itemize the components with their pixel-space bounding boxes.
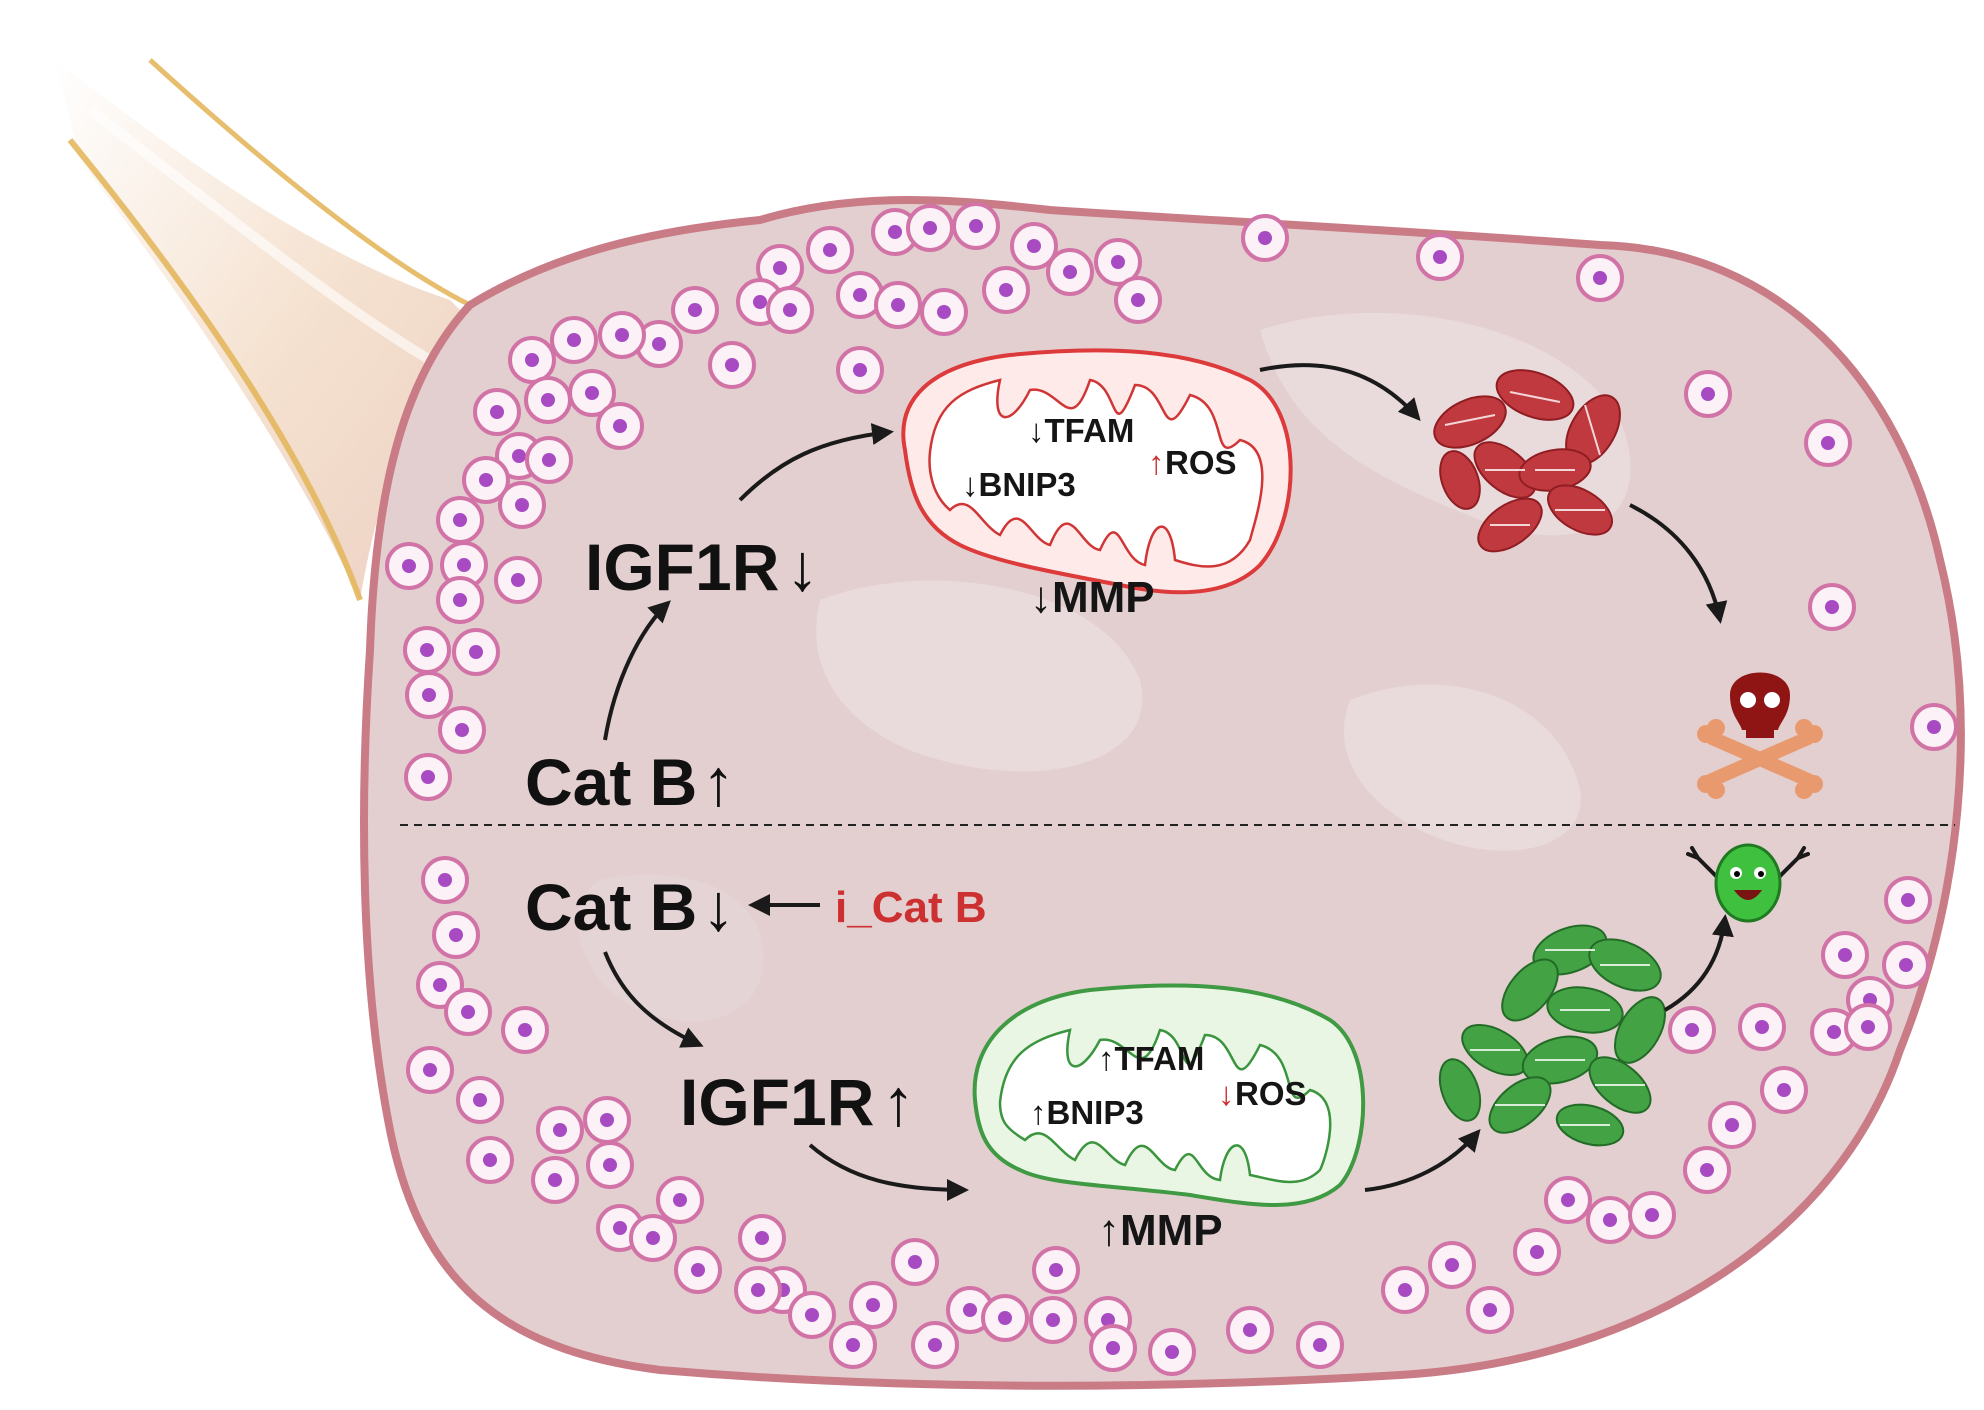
arrow-catb-to-igf1r-bottom xyxy=(603,951,704,1048)
top-pathway: Cat B ↑ IGF1R ↓ ↓TFAM ↓BNIP3 ↑ ROS ↓MMP xyxy=(525,348,1823,819)
happy-cell-icon xyxy=(1686,843,1810,923)
bottom-igf1r-label: IGF1R xyxy=(680,1065,874,1139)
inhibitor-label: i_Cat B xyxy=(835,883,987,932)
bottom-igf1r-arrow: ↑ xyxy=(882,1065,915,1139)
top-ros: ROS xyxy=(1165,444,1237,481)
top-igf1r-arrow: ↓ xyxy=(786,530,819,604)
damaged-mitochondrion: ↓TFAM ↓BNIP3 ↑ ROS ↓MMP xyxy=(901,348,1293,622)
top-catb-arrow: ↑ xyxy=(702,745,735,819)
bottom-pathway: Cat B ↓ i_Cat B IGF1R ↑ ↑TFAM ↑BNIP3 ↓ R… xyxy=(525,843,1810,1255)
healthy-cristae xyxy=(1470,949,1650,1126)
top-tfam: ↓TFAM xyxy=(1028,412,1134,449)
fragment-cristae xyxy=(1444,391,1605,526)
arrow-igf1r-to-mito-bottom xyxy=(808,1143,969,1201)
arrow-network-to-survival xyxy=(1664,914,1734,1012)
arrow-igf1r-to-mito-top xyxy=(738,423,894,502)
bottom-catb-arrow: ↓ xyxy=(702,870,735,944)
top-igf1r-label: IGF1R xyxy=(585,530,779,604)
top-bnip3: ↓BNIP3 xyxy=(962,466,1076,503)
bottom-mmp: ↑MMP xyxy=(1098,1206,1223,1255)
bottom-tfam: ↑TFAM xyxy=(1098,1040,1204,1077)
arrow-fragments-to-death xyxy=(1629,503,1728,624)
bottom-catb-label: Cat B xyxy=(525,870,697,944)
arrow-catb-to-igf1r xyxy=(603,600,671,741)
arrow-mito-to-fragments xyxy=(1259,363,1421,421)
skull-crossbones-icon xyxy=(1697,672,1823,799)
arrow-mito-to-network xyxy=(1364,1128,1481,1192)
stalk xyxy=(55,58,472,602)
top-mmp: ↓MMP xyxy=(1030,573,1155,622)
bottom-bnip3: ↑BNIP3 xyxy=(1030,1094,1144,1131)
top-catb-label: Cat B xyxy=(525,745,697,819)
bottom-ros: ROS xyxy=(1235,1075,1307,1112)
healthy-mitochondrion: ↑TFAM ↑BNIP3 ↓ ROS ↑MMP xyxy=(972,983,1366,1255)
top-ros-arrow: ↑ xyxy=(1148,444,1165,481)
bottom-ros-arrow: ↓ xyxy=(1218,1075,1235,1112)
